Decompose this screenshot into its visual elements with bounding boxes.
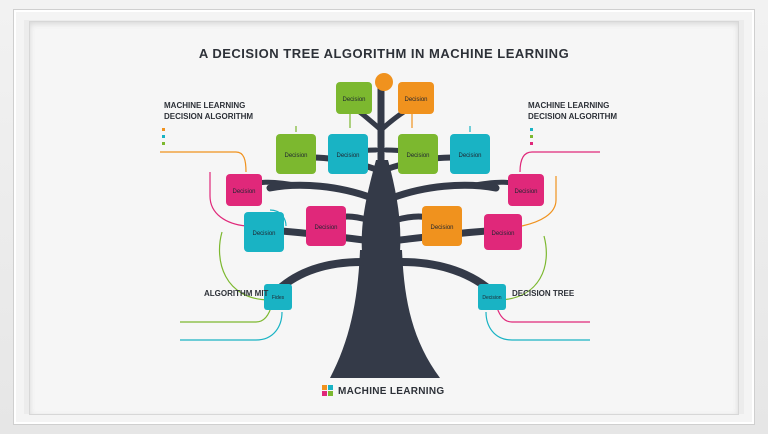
node-label: Decision [491,231,514,237]
node-label: Decision [252,231,275,237]
left-heading-line1: MACHINE LEARNING [164,101,246,110]
node-l2-c[interactable]: Decision [398,134,438,174]
node-l2-a[interactable]: Decision [276,134,316,174]
node-top-right[interactable]: Decision [398,82,434,114]
node-l3-left[interactable]: Decision [226,174,262,206]
left-heading-line2: DECISION ALGORITHM [164,112,254,121]
node-label: Decision [232,189,255,195]
node-top-left[interactable]: Decision [336,82,372,114]
node-label: Decision [342,97,365,103]
node-label: Decision [514,189,537,195]
root-node[interactable] [375,73,393,91]
node-l4-a[interactable]: Decision [244,212,284,252]
node-label: Fides [272,295,285,301]
node-label: Decision [314,225,337,231]
left-panel-heading: MACHINE LEARNING DECISION ALGORITHM [164,100,253,122]
node-l4-d[interactable]: Decision [484,214,522,250]
node-label: Decision [284,153,307,159]
tree-trunk [330,160,440,378]
node-l3-right[interactable]: Decision [508,174,544,206]
node-label: Decision [404,97,427,103]
footer-label: MACHINE LEARNING [338,386,445,397]
left-list-bullets [162,128,165,145]
left-lower-heading: ALGORITHM MIT [204,289,269,298]
node-label: Decision [482,295,501,301]
right-lower-heading: DECISION TREE [512,289,575,298]
node-label: Decision [458,153,481,159]
right-heading-line2: DECISION ALGORITHM [528,112,618,121]
node-label: Decision [336,153,359,159]
poster-title: A DECISION TREE ALGORITHM IN MACHINE LEA… [198,46,570,61]
right-list-bullets [530,128,533,145]
node-leaf-right[interactable]: Decision [478,284,506,310]
right-heading-line1: MACHINE LEARNING [528,101,610,110]
node-leaf-left[interactable]: Fides [264,284,292,310]
node-l4-c[interactable]: Decision [422,206,462,246]
node-l4-b[interactable]: Decision [306,206,346,246]
right-panel-heading: MACHINE LEARNING DECISION ALGORITHM [528,100,617,122]
node-label: Decision [406,153,429,159]
node-l2-d[interactable]: Decision [450,134,490,174]
machine-learning-logo-icon [322,385,333,396]
connector-lines [160,112,600,341]
node-l2-b[interactable]: Decision [328,134,368,174]
node-label: Decision [430,225,453,231]
